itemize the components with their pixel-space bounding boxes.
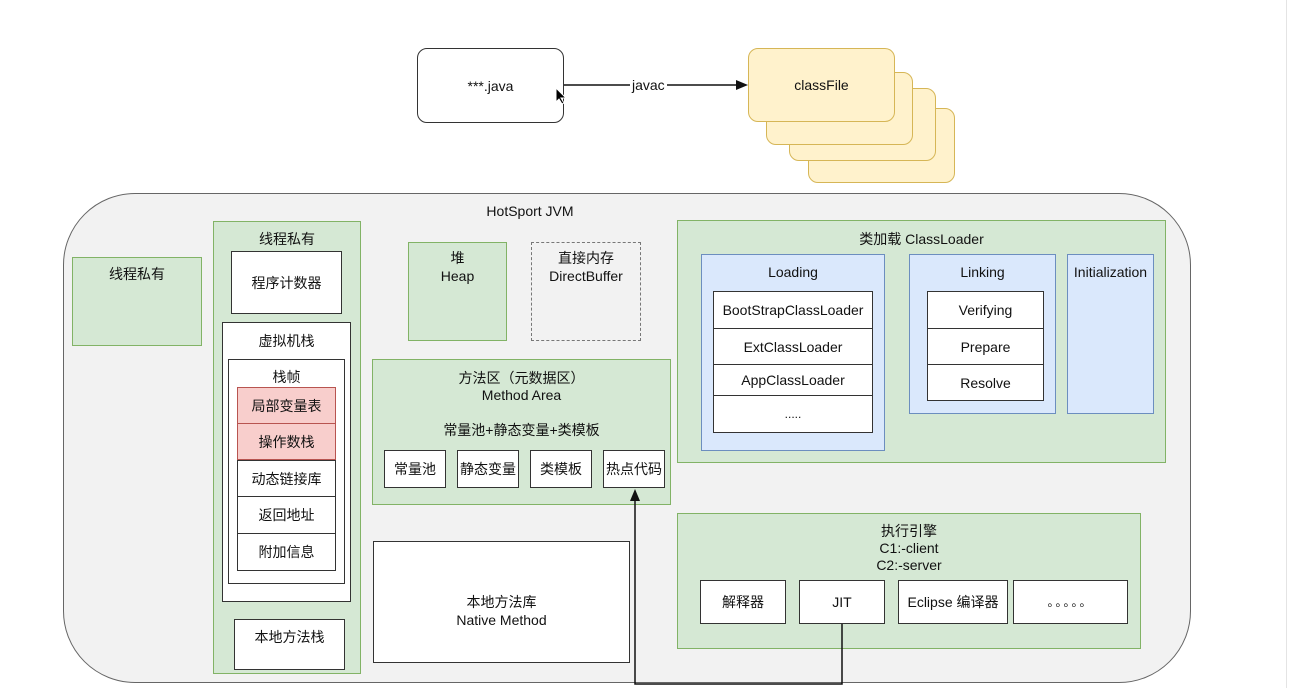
jit-box[interactable]: JIT [799,580,885,624]
dynamic-linking-label: 动态链接库 [251,470,322,487]
direct-memory-label-en: DirectBuffer [549,268,623,284]
jvm-title: HotSport JVM [486,203,574,219]
method-area-label-zh: 方法区（元数据区） [458,370,585,386]
resolve-step[interactable]: Resolve [927,364,1044,401]
ext-classloader-label: ExtClassLoader [743,338,843,355]
static-variables-box[interactable]: 静态变量 [457,450,519,488]
constant-pool-label: 常量池 [394,461,436,477]
interpreter-label: 解释器 [722,594,764,610]
right-edge-divider [1286,0,1287,688]
thread-private-left-box[interactable]: 线程私有 [72,257,202,346]
eclipse-compiler-box[interactable]: Eclipse 编译器 [898,580,1008,624]
vm-stack-title: 虚拟机栈 [258,333,315,349]
eclipse-compiler-label: Eclipse 编译器 [907,594,999,610]
verifying-label: Verifying [958,302,1013,318]
native-method-library-label-zh: 本地方法库 [466,594,537,610]
local-variable-table-label: 局部变量表 [251,397,322,414]
prepare-step[interactable]: Prepare [927,328,1044,365]
native-method-library-box[interactable]: 本地方法库 Native Method [373,541,630,663]
operand-stack[interactable]: 操作数栈 [237,423,336,460]
more-classloaders-label: ..... [784,407,802,421]
loading-title: Loading [768,264,818,280]
static-variables-label: 静态变量 [460,461,516,477]
mouse-cursor-icon [555,87,567,105]
class-file-label: classFile [794,77,849,93]
dynamic-linking[interactable]: 动态链接库 [237,460,336,497]
constant-pool-box[interactable]: 常量池 [384,450,446,488]
native-method-stack-label: 本地方法栈 [254,629,325,645]
additional-info[interactable]: 附加信息 [237,533,336,571]
bootstrap-classloader-label: BootStrapClassLoader [722,302,864,318]
ext-classloader[interactable]: ExtClassLoader [713,328,873,365]
program-counter-label: 程序计数器 [251,274,322,291]
hot-code-box[interactable]: 热点代码 [603,450,665,488]
return-address[interactable]: 返回地址 [237,496,336,534]
more-compilers-label: 。。。。。 [1047,595,1094,609]
initialization-title: Initialization [1073,264,1148,280]
return-address-label: 返回地址 [258,507,315,523]
initialization-box[interactable]: Initialization [1067,254,1154,414]
java-source-label: ***.java [467,77,514,94]
verifying-step[interactable]: Verifying [927,291,1044,329]
resolve-label: Resolve [960,374,1011,391]
javac-arrow-head [736,80,748,90]
interpreter-box[interactable]: 解释器 [700,580,786,624]
app-classloader[interactable]: AppClassLoader [713,364,873,396]
stack-frame-title: 栈帧 [272,369,301,385]
thread-private-left-label: 线程私有 [109,266,165,282]
class-loader-title: 类加载 ClassLoader [859,231,984,247]
heap-box[interactable]: 堆 Heap [408,242,507,341]
java-source-node[interactable]: ***.java [417,48,564,123]
linking-title: Linking [960,264,1005,280]
class-template-label: 类模板 [540,461,582,477]
native-method-library-label-en: Native Method [456,612,547,628]
execution-engine-title: 执行引擎 [881,523,937,539]
bootstrap-classloader[interactable]: BootStrapClassLoader [713,291,873,329]
additional-info-label: 附加信息 [258,544,315,560]
program-counter-box[interactable]: 程序计数器 [231,251,342,314]
method-area-summary: 常量池+静态变量+类模板 [443,422,600,438]
jit-label: JIT [832,594,852,610]
class-file-node[interactable]: classFile [748,48,895,122]
local-variable-table[interactable]: 局部变量表 [237,387,336,424]
thread-private-title: 线程私有 [259,231,315,247]
operand-stack-label: 操作数栈 [258,433,315,450]
class-template-box[interactable]: 类模板 [530,450,592,488]
javac-label: javac [630,76,667,94]
more-compilers-box[interactable]: 。。。。。 [1013,580,1128,624]
more-classloaders[interactable]: ..... [713,395,873,433]
direct-memory-box[interactable]: 直接内存 DirectBuffer [531,242,641,341]
native-method-stack-box[interactable]: 本地方法栈 [234,619,345,670]
heap-label-en: Heap [440,268,475,284]
execution-engine-c2: C2:-server [876,557,942,573]
hot-code-label: 热点代码 [606,461,662,477]
method-area-label-en: Method Area [481,387,562,403]
execution-engine-c1: C1:-client [879,540,939,556]
direct-memory-label-zh: 直接内存 [558,250,614,266]
app-classloader-label: AppClassLoader [741,372,845,388]
prepare-label: Prepare [960,338,1011,355]
heap-label-zh: 堆 [450,250,465,266]
